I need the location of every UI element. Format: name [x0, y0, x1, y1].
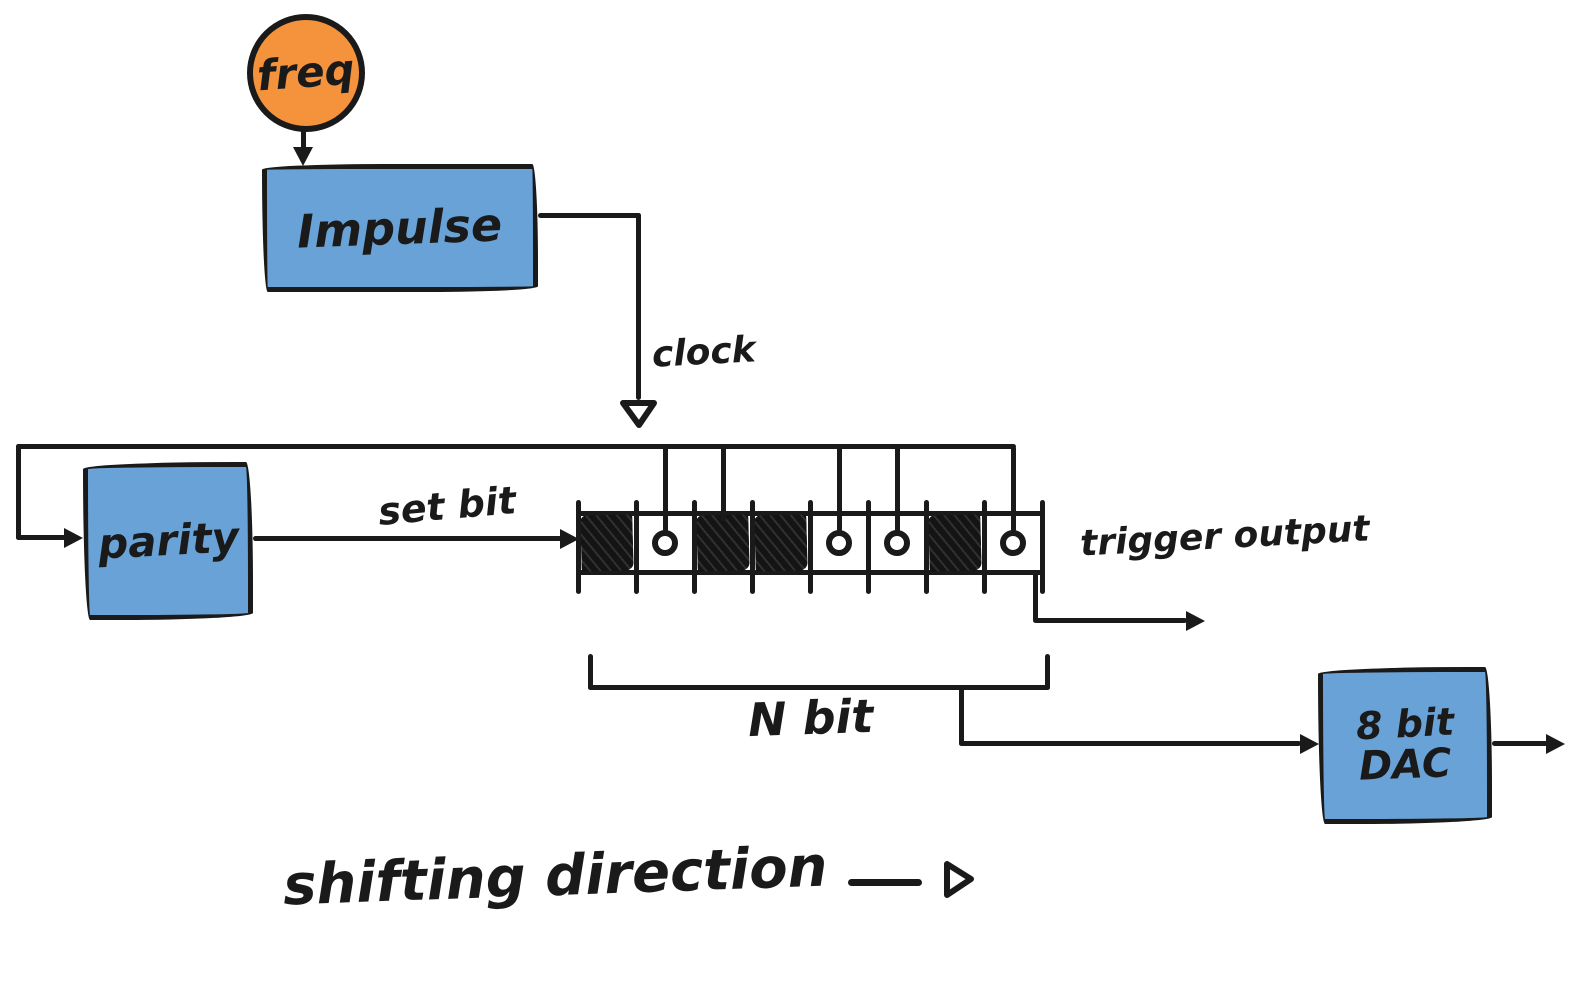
- feedback-h-line: [16, 535, 66, 540]
- bit-tap-circle: [826, 530, 852, 556]
- filled-bit: [696, 514, 750, 572]
- register-cells: [578, 514, 1042, 572]
- set-bit-arrowhead: [560, 529, 579, 549]
- dac-output-arrowhead: [1546, 734, 1565, 754]
- feedback-v-line: [16, 444, 21, 540]
- parity-label: parity: [96, 512, 240, 569]
- register-cell-divider: [982, 500, 987, 594]
- freq-label: freq: [255, 44, 357, 101]
- register-cell-5-circle: [810, 516, 868, 570]
- shifting-direction-caption: shifting direction: [282, 835, 976, 918]
- register-cell-3-filled: [694, 514, 752, 572]
- bit-tap-circle: [652, 530, 678, 556]
- clock-bus-line: [16, 444, 1016, 449]
- register-cell-4-filled: [752, 514, 810, 572]
- register-cell-divider: [866, 500, 871, 594]
- shifting-direction-label: shifting direction: [282, 834, 829, 919]
- clock-hollow-arrowhead: [620, 400, 657, 428]
- filled-bit: [928, 514, 982, 572]
- register-cell-divider: [1040, 500, 1045, 594]
- dac-node: 8 bit DAC: [1318, 667, 1492, 824]
- parity-node: parity: [83, 462, 253, 620]
- freq-to-impulse-line: [301, 128, 306, 152]
- impulse-label: Impulse: [296, 197, 504, 259]
- clock-tap-line-cell-2: [663, 446, 668, 532]
- shifting-direction-dash: [847, 878, 922, 886]
- dac-output-line: [1492, 741, 1548, 746]
- register-cell-divider: [576, 500, 581, 594]
- dac-label-line2: DAC: [1358, 740, 1452, 791]
- clock-tap-line-cell-6: [895, 446, 900, 532]
- filled-bit: [754, 514, 808, 572]
- register-cell-6-circle: [868, 516, 926, 570]
- register-cell-divider: [924, 500, 929, 594]
- register-cell-8-circle: [984, 516, 1042, 570]
- bit-tap-circle: [884, 530, 910, 556]
- trigger-output-label: trigger output: [1079, 508, 1371, 565]
- dac-feed-arrowhead: [1300, 734, 1319, 754]
- impulse-clock-h-line: [538, 213, 641, 218]
- register-cell-divider: [692, 500, 697, 594]
- feedback-arrowhead: [64, 528, 83, 548]
- n-bit-bracket-right-tick: [1045, 654, 1050, 690]
- impulse-node: Impulse: [262, 164, 538, 292]
- n-bit-bracket-left-tick: [588, 654, 593, 690]
- shift-register: [576, 500, 1045, 594]
- dac-feed-v-line: [959, 688, 964, 746]
- trigger-arrowhead: [1186, 611, 1205, 631]
- clock-label: clock: [650, 329, 757, 376]
- trigger-v-line: [1033, 572, 1038, 622]
- register-cell-divider: [808, 500, 813, 594]
- filled-bit: [580, 514, 634, 572]
- dac-feed-h-line: [959, 741, 1301, 746]
- register-cell-2-circle: [636, 516, 694, 570]
- impulse-clock-v-line: [636, 213, 641, 400]
- n-bit-label: N bit: [747, 688, 875, 748]
- register-cell-divider: [634, 500, 639, 594]
- clock-tap-line-cell-8: [1011, 446, 1016, 532]
- set-bit-label: set bit: [376, 478, 518, 534]
- register-cell-divider: [750, 500, 755, 594]
- set-bit-line: [253, 536, 562, 541]
- freq-to-impulse-arrowhead: [293, 147, 313, 166]
- register-cell-1-filled: [578, 514, 636, 572]
- trigger-h-line: [1033, 618, 1187, 623]
- clock-tap-line-cell-3: [721, 446, 726, 522]
- clock-tap-line-cell-5: [837, 446, 842, 532]
- bit-tap-circle: [1000, 530, 1026, 556]
- freq-node: freq: [247, 14, 365, 132]
- shifting-direction-arrowhead-icon: [943, 861, 974, 899]
- register-cell-7-filled: [926, 514, 984, 572]
- n-bit-bracket-line: [588, 685, 1050, 690]
